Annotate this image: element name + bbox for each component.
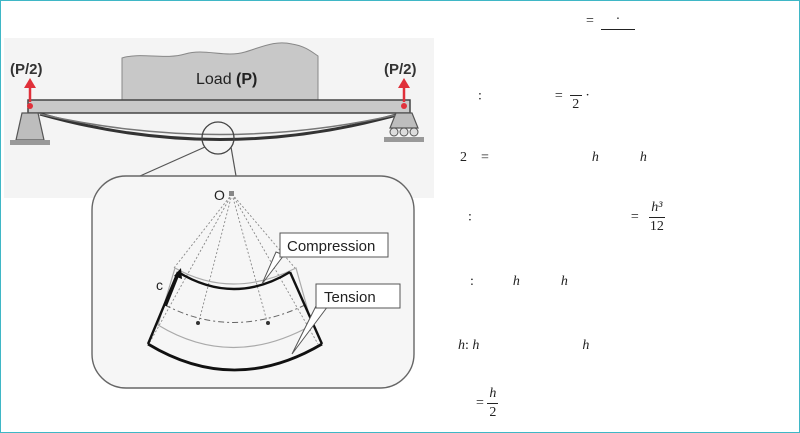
beam-bending-diagram: Load (P) (P/2) (P/2) O (4, 38, 434, 389)
deflected-beam (39, 112, 401, 141)
right-support (389, 112, 419, 129)
left-reaction-arrowhead (24, 78, 36, 88)
right-reaction-arrowhead (398, 78, 410, 88)
right-roller-2 (399, 127, 409, 137)
center-point (229, 191, 234, 196)
compression-label: Compression (287, 238, 375, 255)
left-pin (27, 103, 33, 109)
compression-box (279, 232, 389, 258)
distance-arrowhead (174, 268, 182, 279)
zoom-line-right (230, 146, 237, 177)
deflected-beam-inner (39, 113, 401, 136)
zoom-line-left (139, 146, 206, 177)
axis-point-right (266, 321, 270, 325)
equation-3: 2 = h h (460, 150, 647, 165)
load-label: Load (P) (196, 71, 257, 88)
tension-box (315, 283, 401, 309)
left-ground (10, 140, 50, 145)
right-ground (384, 137, 424, 142)
neutral-axis (164, 304, 306, 323)
deformed-top-edge (177, 270, 291, 291)
center-label: O (214, 187, 225, 203)
distance-arrow (165, 275, 179, 307)
load-block (121, 42, 319, 101)
distance-label: c (156, 277, 163, 293)
deformed-bottom-edge (147, 342, 323, 372)
beam (27, 99, 411, 114)
deformed-left-edge (146, 271, 180, 345)
deformed-right-edge (288, 271, 324, 345)
tension-label: Tension (324, 289, 376, 306)
axis-point-left (196, 321, 200, 325)
zoom-circle (201, 121, 235, 155)
right-pin (401, 103, 407, 109)
right-roller-3 (409, 127, 419, 137)
equation-5: : h h (470, 274, 568, 289)
equation-1: = · (586, 12, 635, 31)
equation-2: : = 2 · (478, 80, 590, 113)
right-roller-1 (389, 127, 399, 137)
left-reaction-label: (P/2) (10, 61, 43, 78)
right-reaction-label: (P/2) (384, 61, 417, 78)
equation-6: h: h h (458, 338, 590, 353)
